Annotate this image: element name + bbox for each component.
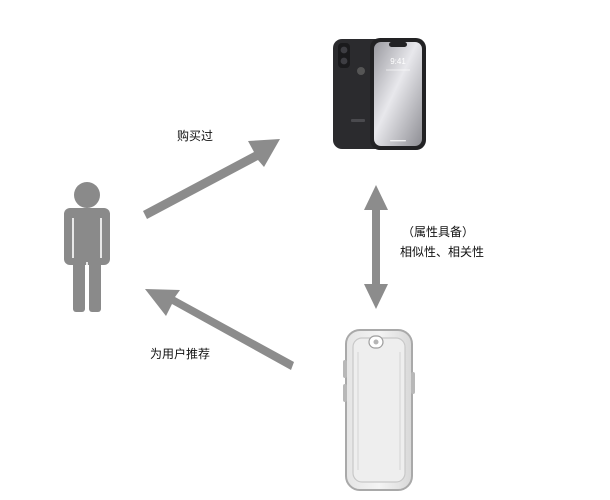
case-inner: [352, 337, 406, 483]
arrow-recommend-shape: [145, 289, 294, 370]
arrow-attributes-shape: [364, 185, 388, 309]
arrow-recommend: [145, 289, 294, 370]
person-arms: [72, 218, 102, 312]
phone-screen: [374, 42, 422, 146]
label-purchased: 购买过: [177, 129, 214, 143]
arrow-attributes-bidirectional: [364, 185, 388, 309]
phone-case-icon: [343, 329, 415, 491]
label-attributes-line1: （属性具备）: [402, 225, 475, 239]
label-recommend: 为用户推荐: [150, 347, 211, 361]
person-icon: [64, 182, 110, 312]
label-attributes-line2: 相似性、相关性: [400, 245, 485, 259]
phone-screen-time: 9:41: [390, 57, 406, 66]
arrow-purchased: [143, 139, 280, 219]
arrow-purchased-shape: [143, 139, 280, 219]
smartphone-icon: 9:41: [333, 38, 426, 150]
